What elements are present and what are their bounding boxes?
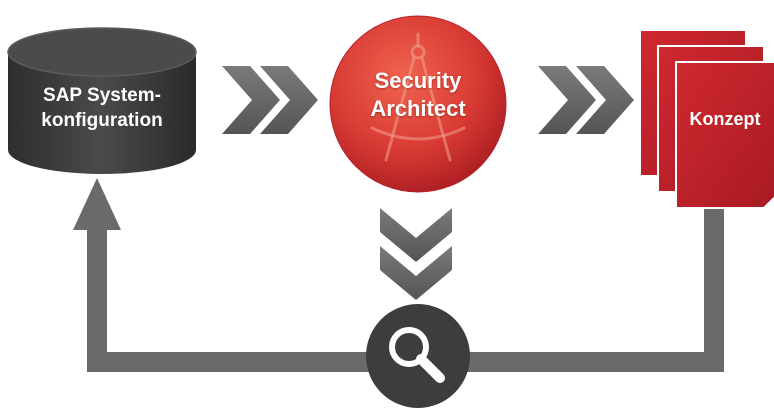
security-architect-label: Security Architect bbox=[328, 67, 508, 123]
security-architect-label-line2: Architect bbox=[370, 96, 466, 121]
security-architect-label-line1: Security bbox=[374, 68, 462, 93]
document-label: Konzept bbox=[689, 109, 761, 129]
database-cylinder-icon bbox=[7, 27, 197, 174]
review-node bbox=[366, 304, 470, 408]
security-architect-node bbox=[329, 15, 507, 193]
double-chevron-down-icon bbox=[380, 208, 452, 300]
document-stack-icon bbox=[639, 29, 774, 209]
database-label: SAP System- konfiguration bbox=[8, 83, 196, 133]
compass-icon bbox=[370, 32, 466, 162]
magnifier-icon bbox=[389, 327, 445, 383]
database-label-line2: konfiguration bbox=[41, 110, 163, 131]
database-label-line1: SAP System- bbox=[43, 85, 161, 106]
feedback-arrowhead bbox=[73, 178, 121, 230]
double-chevron-icon bbox=[222, 66, 318, 134]
double-chevron-icon bbox=[538, 66, 634, 134]
